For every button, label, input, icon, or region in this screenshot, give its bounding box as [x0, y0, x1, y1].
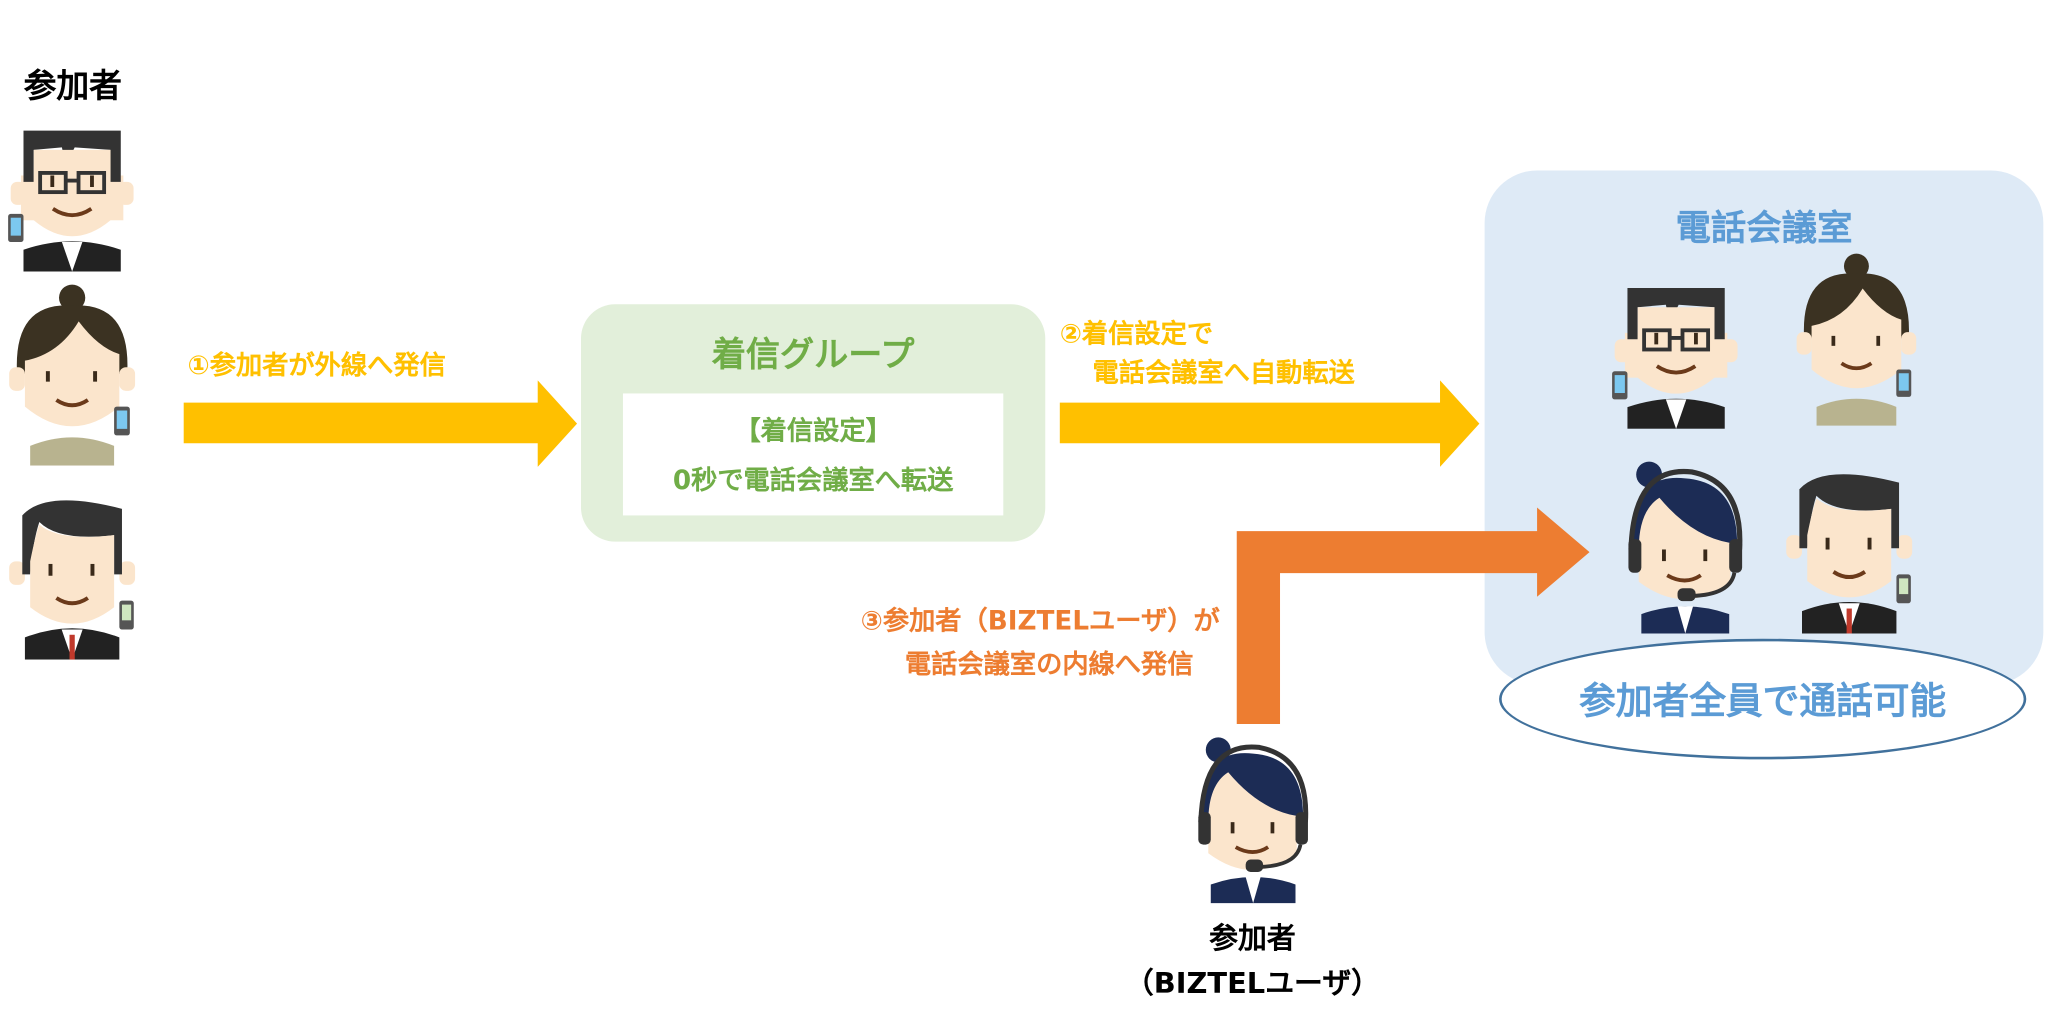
participant-man-icon: [7, 483, 138, 660]
conference-caption: 参加者全員で通話可能: [1579, 679, 1947, 723]
step1-label: ①参加者が外線へ発信: [187, 348, 446, 381]
conference-room: 電話会議室: [1484, 170, 2044, 685]
room-man-icon: [1784, 456, 1915, 633]
participant-woman-icon: [7, 282, 138, 466]
caption-ellipse: 参加者全員で通話可能: [1499, 638, 2027, 760]
participants-label: 参加者: [23, 66, 122, 105]
step1-arrow-icon: [183, 380, 578, 467]
step2-label-line2: 電話会議室へ自動転送: [1092, 356, 1355, 389]
step3-label-line2: 電話会議室の内線へ発信: [904, 647, 1194, 680]
step2-arrow-icon: [1059, 380, 1480, 467]
incoming-setting-title: 【着信設定】: [734, 414, 892, 446]
step3-label-line1: ③参加者（BIZTELユーザ）が: [860, 604, 1220, 637]
incoming-group-box: 着信グループ 【着信設定】 0秒で電話会議室へ転送: [580, 304, 1046, 542]
biztel-user-label-line1: 参加者: [1209, 923, 1296, 957]
step3-arrow-icon: [1236, 507, 1590, 724]
incoming-group-title: 着信グループ: [711, 335, 915, 376]
biztel-user-label-line2: （BIZTELユーザ）: [1124, 967, 1381, 1001]
room-headset-user-icon: [1620, 459, 1751, 633]
room-man-glasses-icon: [1611, 269, 1742, 429]
incoming-setting-panel: 【着信設定】 0秒で電話会議室へ転送: [622, 393, 1004, 516]
step2-label-line1: ②着信設定で: [1059, 317, 1214, 349]
biztel-user-headset-icon: [1191, 732, 1316, 906]
participant-man-glasses-icon: [7, 111, 138, 271]
incoming-setting-text: 0秒で電話会議室へ転送: [672, 464, 954, 496]
conference-room-title: 電話会議室: [1675, 208, 1853, 250]
room-woman-icon: [1794, 247, 1919, 431]
